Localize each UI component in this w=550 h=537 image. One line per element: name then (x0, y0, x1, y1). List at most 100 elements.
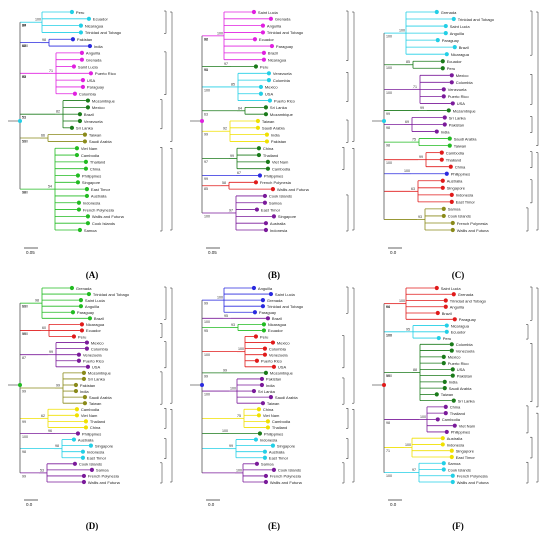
leaf-node (451, 292, 456, 297)
leaf-node (261, 50, 267, 55)
scale-bar-label: 0.0 (390, 250, 397, 255)
bootstrap-value: 100 (404, 169, 410, 173)
bootstrap-value: 98 (22, 450, 26, 454)
leaf-node (254, 358, 260, 363)
leaf-node (256, 413, 262, 418)
taxon-label: Trinidad and Tobago (93, 292, 130, 297)
panel-caption: (D) (86, 521, 99, 531)
leaf-node (442, 386, 447, 391)
leaf-node (442, 122, 447, 127)
genotype-bracket (170, 409, 173, 483)
leaf-node (80, 78, 86, 83)
taxon-label: Australia (269, 449, 285, 454)
leaf-node (262, 449, 268, 454)
bootstrap-value: 91 (204, 68, 208, 72)
leaf-node (81, 479, 87, 485)
bootstrap-value: 69 (22, 44, 26, 48)
taxon-label: Sri Lanka (258, 389, 276, 394)
taxon-label: Brazil (94, 316, 104, 321)
taxon-label: Mexico (265, 85, 278, 90)
taxon-label: Ecuador (268, 328, 284, 333)
bootstrap-value: 100 (217, 31, 223, 35)
taxon-label: Puerto Rico (83, 359, 105, 364)
bootstrap-value: 88 (413, 368, 417, 372)
leaf-node (260, 23, 266, 28)
taxon-label: East Timor (87, 456, 107, 461)
taxon-label: Cook Islands (448, 467, 471, 472)
taxon-label: French Polynesia (457, 474, 489, 479)
taxon-label: Thailand (263, 153, 278, 158)
genotype-bracket (352, 409, 355, 483)
taxon-label: Nicaragua (451, 323, 470, 328)
taxon-label: Singapore (447, 186, 466, 191)
leaf-node (449, 342, 454, 347)
leaf-node (253, 64, 259, 69)
leaf-node (443, 298, 448, 303)
leaf-node (69, 285, 75, 291)
taxon-label: Venezuela (448, 87, 467, 92)
taxon-label: Nicaragua (268, 322, 287, 327)
leaf-node (265, 159, 271, 164)
taxon-label: Peru (443, 336, 451, 341)
bootstrap-value: 63 (411, 187, 415, 191)
bootstrap-value: 100 (22, 44, 28, 48)
leaf-node (449, 73, 454, 78)
leaf-node (262, 346, 268, 351)
leaf-node (86, 291, 92, 297)
leaf-node (85, 364, 91, 369)
taxon-label: Philippines (264, 431, 283, 436)
bootstrap-value: 98 (204, 68, 208, 72)
taxon-label: French Polynesia (457, 221, 489, 226)
taxon-label: Saudi Arabia (89, 395, 112, 400)
taxon-label: Anguilla (267, 23, 282, 28)
genotype-bracket (352, 11, 355, 142)
taxon-label: Cambodia (81, 407, 100, 412)
bootstrap-value: 53 (22, 116, 26, 120)
bootstrap-value: 87 (22, 356, 26, 360)
leaf-node (441, 354, 446, 359)
taxon-label: Thailand (446, 157, 461, 162)
leaf-node (82, 401, 88, 406)
leaf-node (251, 9, 257, 15)
taxon-label: Nicaragua (268, 57, 287, 62)
taxon-label: Trinidad and Tobago (267, 30, 304, 35)
clade-bracket (160, 147, 163, 232)
taxon-label: Australia (447, 436, 463, 441)
leaf-node (84, 187, 90, 192)
bootstrap-value: 98 (204, 37, 208, 41)
leaf-node (263, 479, 269, 485)
taxon-label: Pakistan (271, 139, 286, 144)
bootstrap-value: 100 (22, 435, 28, 439)
bootstrap-value: 98 (386, 421, 390, 425)
taxon-label: Colombia (456, 342, 474, 347)
clade-bracket (342, 147, 345, 170)
taxon-label: USA (92, 365, 101, 370)
root-node (18, 119, 22, 123)
taxon-label: Mexico (277, 340, 290, 345)
leaf-node (86, 16, 92, 21)
bootstrap-value: 99 (204, 374, 208, 378)
bootstrap-value: 92 (223, 127, 227, 131)
bootstrap-value: 63 (22, 75, 26, 79)
leaf-node (440, 59, 445, 64)
scale-bar-label: 0.0 (208, 502, 215, 507)
clade-bracket (160, 371, 163, 405)
leaf-node (81, 473, 87, 479)
taxon-label: East Timor (269, 456, 289, 461)
taxon-label: Trinidad and Tobago (458, 17, 495, 22)
bootstrap-value: 99 (420, 106, 424, 110)
taxon-label: Nicaragua (85, 23, 104, 28)
bootstrap-value: 93 (418, 215, 422, 219)
taxon-label: Philippines (451, 172, 470, 177)
taxon-label: Anguilla (85, 304, 100, 309)
leaf-node (434, 129, 439, 134)
taxon-label: Wallis and Futuna (277, 187, 310, 192)
leaf-node (440, 178, 445, 183)
taxon-label: Singapore (277, 443, 296, 448)
leaf-node (270, 340, 276, 345)
bootstrap-value: 99 (22, 420, 26, 424)
leaf-node (440, 66, 445, 71)
leaf-node (260, 30, 266, 35)
bootstrap-value: 100 (222, 429, 228, 433)
leaf-node (74, 413, 80, 418)
